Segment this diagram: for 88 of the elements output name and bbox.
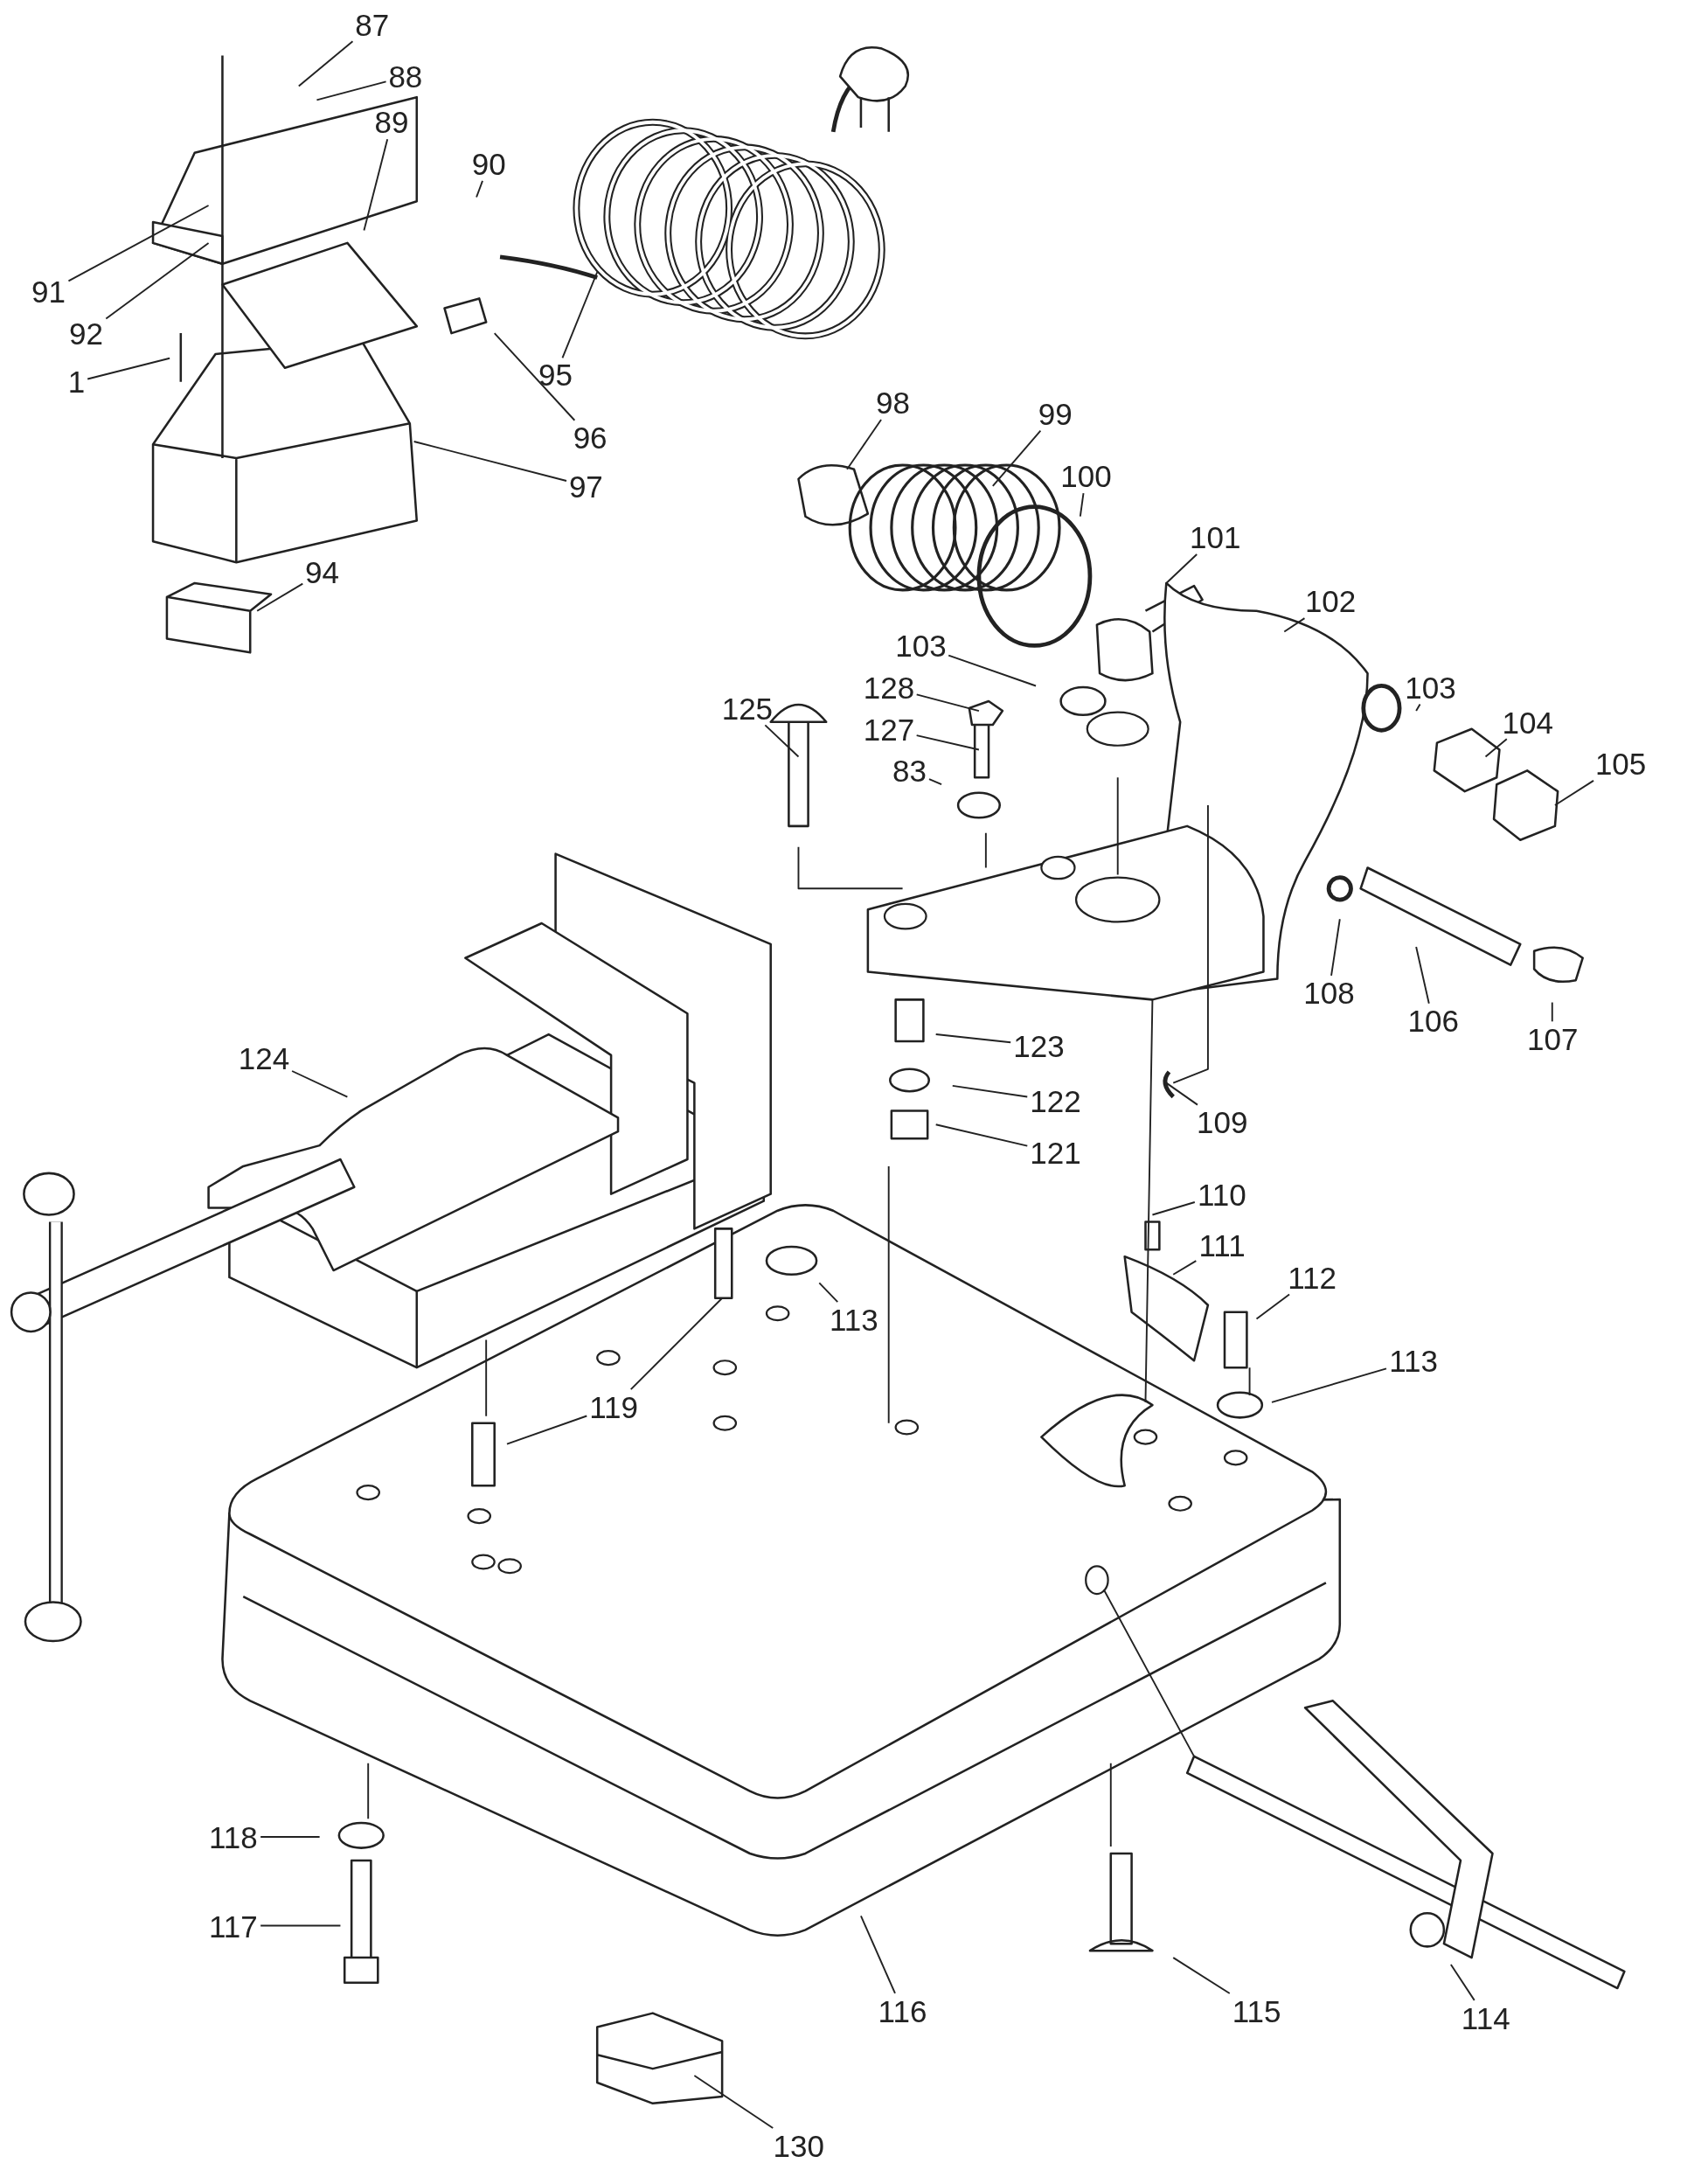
leader-line	[1330, 918, 1341, 977]
callout-number: 83	[892, 755, 927, 787]
callout-number: 113	[1389, 1346, 1438, 1377]
callout-number: 116	[878, 1995, 927, 2027]
callout-number: 114	[1461, 2002, 1510, 2034]
callout-number: 96	[573, 421, 608, 453]
leader-line	[928, 778, 942, 786]
leader-line	[297, 40, 354, 87]
callout-number: 111	[1198, 1230, 1246, 1262]
leader-line	[476, 179, 483, 198]
callout-number: 106	[1407, 1005, 1459, 1037]
leader-line	[1165, 1082, 1198, 1106]
callout-number: 109	[1196, 1107, 1248, 1138]
callout-number: 91	[31, 276, 66, 308]
callout-number: 92	[69, 317, 103, 349]
callout-number: 122	[1030, 1086, 1081, 1117]
callout-number: 107	[1527, 1023, 1579, 1054]
leader-line	[105, 241, 210, 320]
leader-line	[1484, 738, 1508, 758]
callout-number: 118	[208, 1822, 258, 1854]
callout-number: 87	[355, 10, 390, 41]
callout-number: 99	[1038, 398, 1073, 429]
leader-line	[413, 441, 567, 482]
callout-number: 128	[863, 671, 915, 703]
callout-number: 102	[1304, 586, 1357, 617]
callout-number: 94	[305, 557, 339, 588]
callout-number: 95	[538, 359, 573, 391]
callout-number: 119	[589, 1391, 638, 1422]
leader-line	[991, 429, 1042, 487]
leader-line	[260, 1924, 342, 1927]
leader-line	[1449, 1964, 1475, 2001]
leader-line	[260, 1836, 321, 1838]
callout-number: 130	[773, 2130, 824, 2161]
leader-line	[1172, 1260, 1198, 1276]
leader-line	[316, 80, 387, 101]
leader-line	[693, 2075, 774, 2129]
callout-number: 108	[1303, 977, 1355, 1009]
callout-number: 112	[1288, 1262, 1337, 1293]
callout-number: 121	[1030, 1137, 1081, 1169]
leader-line	[1415, 703, 1421, 712]
leader-line	[629, 1297, 724, 1391]
callout-number: 113	[830, 1304, 878, 1335]
leader-line	[846, 419, 882, 470]
callout-number: 125	[721, 692, 774, 724]
callout-number: 104	[1502, 706, 1553, 738]
callout-number: 123	[1013, 1030, 1065, 1061]
leader-line	[67, 205, 210, 282]
leader-line	[87, 357, 171, 380]
callout-number: 127	[863, 713, 915, 745]
leader-line	[1283, 617, 1306, 633]
callout-number: 124	[238, 1043, 290, 1074]
callout-number: 100	[1060, 461, 1112, 492]
leader-line	[934, 1033, 1012, 1044]
leader-line	[1255, 1293, 1290, 1320]
leader-line	[1415, 946, 1430, 1005]
callout-number: 90	[471, 148, 506, 179]
leader-line	[1151, 1201, 1196, 1216]
leader-line	[915, 693, 980, 712]
callout-number: 103	[895, 630, 947, 662]
callout-number: 110	[1197, 1179, 1246, 1210]
callout-number: 115	[1232, 1995, 1281, 2027]
leader-line	[951, 1084, 1029, 1098]
leader-line	[561, 271, 599, 359]
callout-number: 101	[1190, 522, 1241, 553]
callout-number: 97	[568, 470, 603, 502]
callout-number: 89	[374, 107, 409, 138]
leader-line	[860, 1915, 896, 1994]
leader-line	[506, 1415, 588, 1445]
leader-line	[291, 1070, 349, 1098]
callout-number: 98	[875, 387, 910, 419]
callout-number: 1	[67, 366, 86, 398]
leader-line	[1551, 1001, 1553, 1023]
leader-line	[915, 734, 980, 751]
leader-line	[1554, 779, 1594, 806]
leader-line	[1271, 1367, 1387, 1403]
leader-line	[1165, 553, 1198, 584]
leader-line	[256, 582, 304, 612]
leader-line	[818, 1282, 839, 1304]
callout-number: 105	[1594, 748, 1647, 780]
leader-line	[1079, 492, 1085, 518]
callout-number: 103	[1405, 671, 1456, 703]
leader-line	[764, 724, 800, 758]
callout-number: 88	[388, 60, 423, 92]
leader-line	[934, 1123, 1029, 1147]
leader-line	[948, 654, 1037, 687]
leader-line	[493, 332, 576, 421]
callout-number: 117	[208, 1910, 258, 1942]
leader-line	[1172, 1957, 1231, 1994]
